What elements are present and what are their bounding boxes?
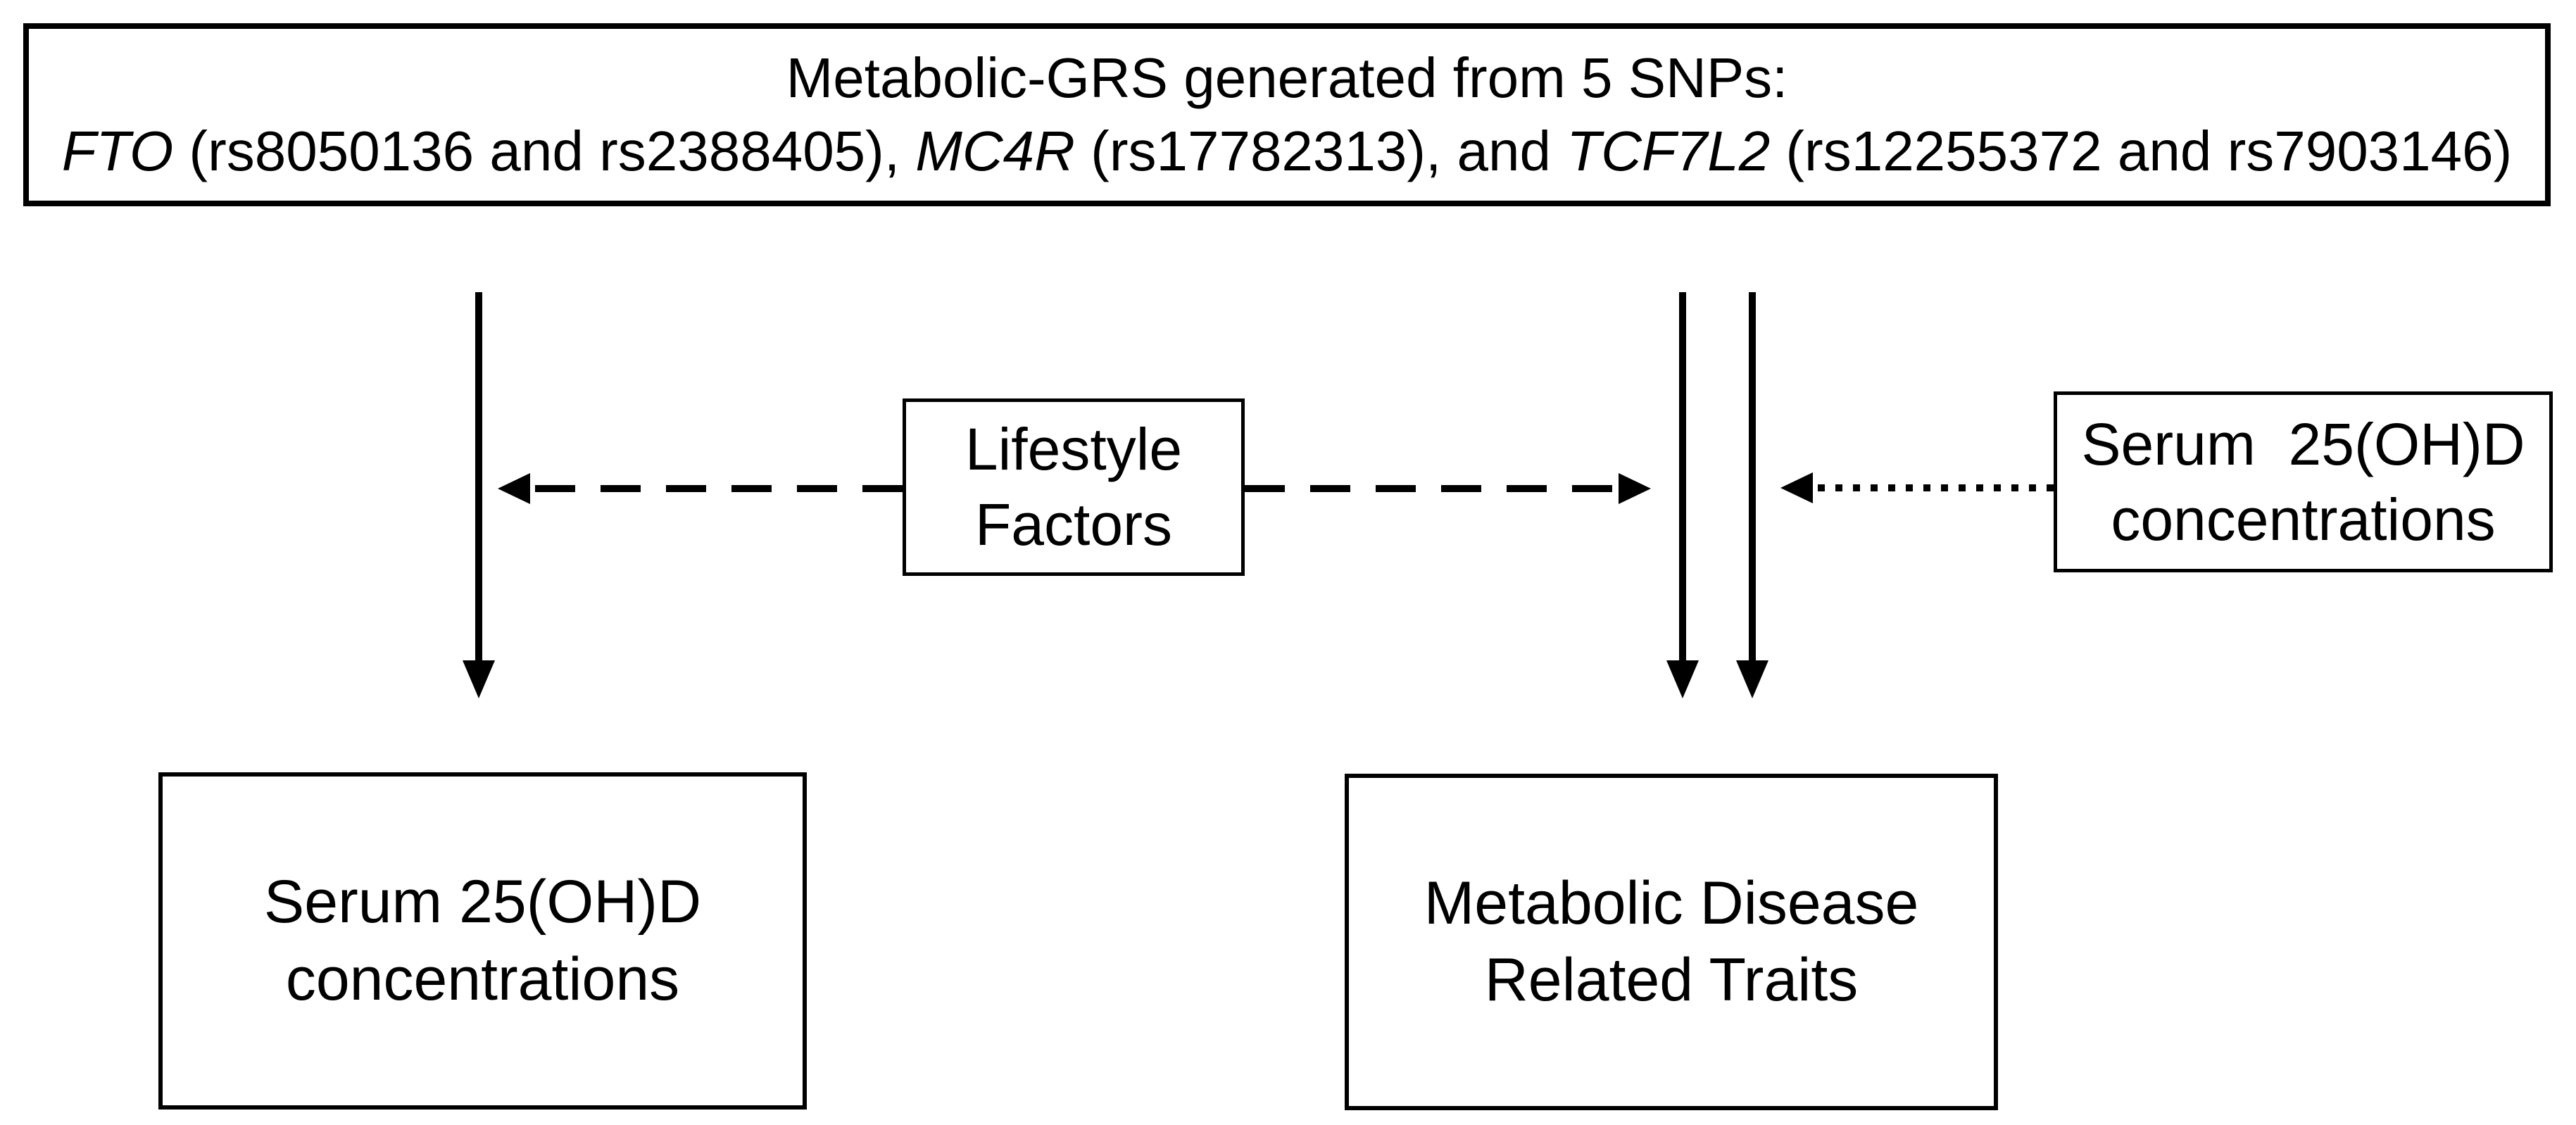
- serum-25ohd-outcome-label: Serum 25(OH)D concentrations: [263, 868, 702, 1013]
- metabolic-traits-outcome-box: Metabolic Disease Related Traits: [1345, 774, 1998, 1110]
- metabolic-grs-box-line2: FTO (rs8050136 and rs2388405), MC4R (rs1…: [61, 120, 2513, 182]
- serum-25ohd-side-label: Serum 25(OH)D concentrations: [2081, 410, 2525, 553]
- lifestyle-to-metabolic-arrowhead-icon: [1619, 473, 1651, 504]
- grs-to-metabolic-arrowhead-right-icon: [1736, 660, 1768, 698]
- lifestyle-factors-box: Lifestyle Factors: [903, 398, 1245, 576]
- lifestyle-to-serum-arrowhead-icon: [498, 473, 530, 504]
- serum-25ohd-outcome-box: Serum 25(OH)D concentrations: [158, 772, 807, 1110]
- grs-to-serum-arrowhead-icon: [463, 660, 495, 698]
- metabolic-grs-box: Metabolic-GRS generated from 5 SNPs: FTO…: [23, 23, 2551, 206]
- serum-to-metabolic-arrowhead-icon: [1780, 472, 1813, 503]
- metabolic-traits-outcome-label: Metabolic Disease Related Traits: [1424, 869, 1919, 1014]
- serum-25ohd-side-box: Serum 25(OH)D concentrations: [2054, 391, 2553, 572]
- lifestyle-factors-label: Lifestyle Factors: [965, 416, 1183, 558]
- metabolic-grs-box-line1: Metabolic-GRS generated from 5 SNPs:: [786, 46, 1788, 109]
- grs-to-metabolic-arrowhead-left-icon: [1666, 660, 1699, 698]
